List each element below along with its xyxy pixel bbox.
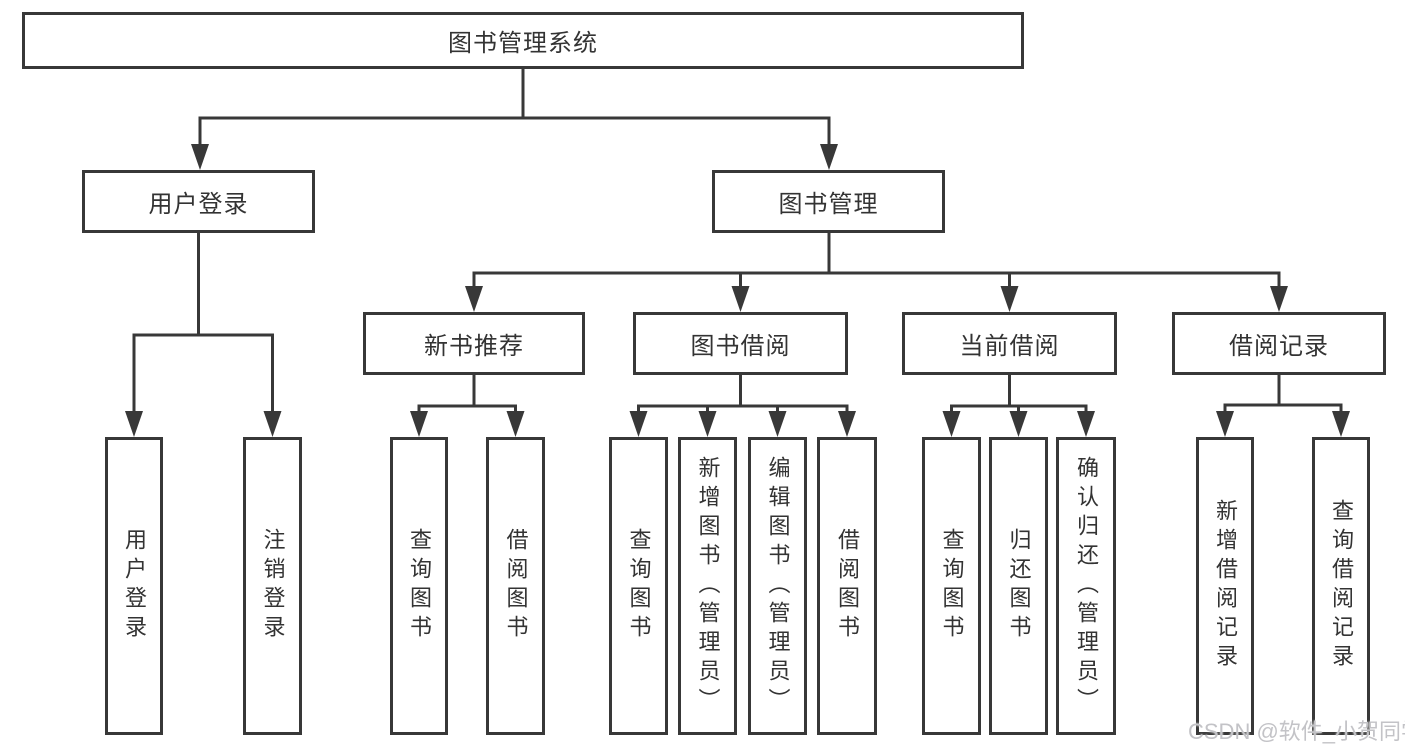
leaf-add-borrow-record: 新增借阅记录 (1196, 437, 1254, 735)
node-label: 新增借阅记录 (1213, 499, 1238, 673)
node-label: 查询图书 (939, 528, 965, 644)
node-label: 用户登录 (122, 528, 147, 644)
node-borrow-records: 借阅记录 (1172, 312, 1386, 375)
node-label: 确认归还（管理员） (1074, 455, 1099, 717)
leaf-recommend-query-books: 查询图书 (390, 437, 448, 735)
node-user-login: 用户登录 (82, 170, 315, 233)
leaf-confirm-return-admin: 确认归还（管理员） (1056, 437, 1116, 735)
node-book-management: 图书管理 (712, 170, 945, 233)
leaf-current-query-books: 查询图书 (922, 437, 981, 735)
watermark: CSDN @软件_小贺同学 (1188, 719, 1405, 744)
node-label: 借阅图书 (503, 528, 529, 644)
node-label: 查询借阅记录 (1329, 499, 1354, 673)
node-book-borrow: 图书借阅 (633, 312, 848, 375)
node-label: 编辑图书（管理员） (765, 455, 791, 717)
node-label: 新增图书（管理员） (695, 455, 721, 717)
leaf-add-books-admin: 新增图书（管理员） (678, 437, 737, 735)
node-label: 用户登录 (148, 191, 249, 218)
node-label: 图书管理系统 (448, 30, 598, 57)
leaf-query-borrow-record: 查询借阅记录 (1312, 437, 1370, 735)
node-label: 新书推荐 (424, 333, 524, 360)
node-current-borrow: 当前借阅 (902, 312, 1117, 375)
node-label: 借阅记录 (1229, 333, 1329, 360)
node-system-root: 图书管理系统 (22, 12, 1024, 69)
node-label: 查询图书 (626, 528, 652, 644)
leaf-borrow-books: 借阅图书 (817, 437, 877, 735)
node-label: 归还图书 (1006, 528, 1032, 644)
node-label: 图书管理 (778, 191, 879, 218)
leaf-edit-books-admin: 编辑图书（管理员） (748, 437, 807, 735)
leaf-recommend-borrow-books: 借阅图书 (486, 437, 545, 735)
leaf-user-login: 用户登录 (105, 437, 163, 735)
node-label: 图书借阅 (690, 333, 791, 360)
node-label: 查询图书 (407, 528, 432, 644)
node-label: 注销登录 (260, 528, 286, 644)
node-label: 借阅图书 (835, 528, 860, 644)
node-new-book-recommend: 新书推荐 (363, 312, 585, 375)
leaf-logout: 注销登录 (243, 437, 302, 735)
leaf-borrow-query-books: 查询图书 (609, 437, 668, 735)
leaf-return-books: 归还图书 (989, 437, 1048, 735)
node-label: 当前借阅 (959, 333, 1060, 360)
